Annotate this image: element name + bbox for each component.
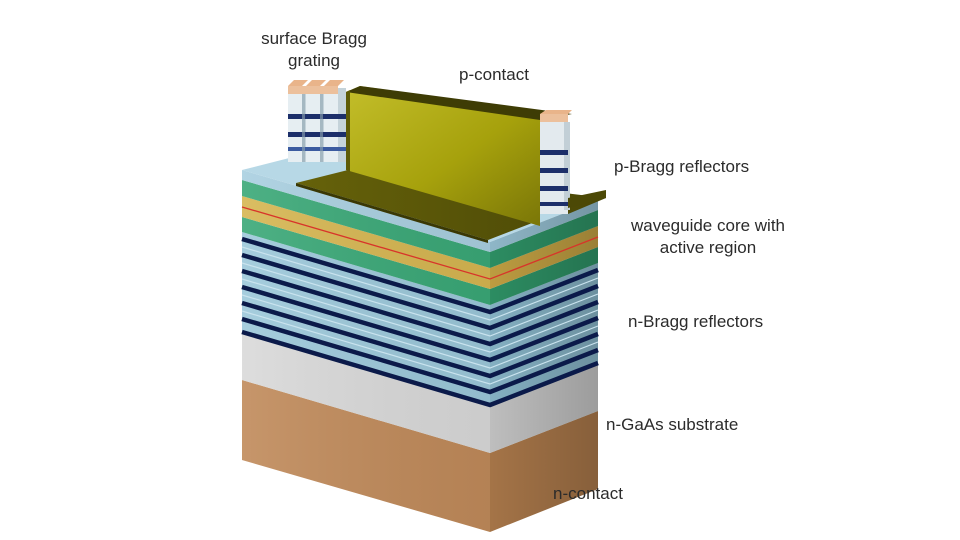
p-contact-shelf-edge <box>296 183 488 243</box>
ridge-stripe <box>540 202 568 206</box>
ridge-stripe <box>540 186 568 191</box>
grating-slot <box>320 94 323 162</box>
grating-pillar <box>306 86 320 162</box>
p-contact-plate-top <box>346 86 572 120</box>
p-contact-plate-edge <box>346 90 350 172</box>
label-substrate: n-GaAs substrate <box>606 415 739 434</box>
side-shade <box>490 200 598 532</box>
label-p-contact: p-contact <box>459 65 529 84</box>
label-p-bragg: p-Bragg reflectors <box>614 157 750 176</box>
grating-cap-front <box>288 86 338 94</box>
grating-stripe <box>288 132 346 137</box>
ridge-stripe <box>540 168 568 173</box>
grating-slot <box>302 94 305 162</box>
ridge-cap-front <box>540 114 568 122</box>
grating-cap <box>324 80 344 86</box>
ridge-front <box>540 120 568 214</box>
surface-grating <box>288 80 346 162</box>
n-bragg-light-lines <box>241 246 599 385</box>
grating-cap <box>306 80 326 86</box>
label-waveguide: waveguide core with active region <box>610 215 806 259</box>
n-bragg-dark-stripes <box>241 236 599 408</box>
label-surface-grating-line2: grating <box>288 51 340 70</box>
grating-stripe <box>288 147 346 151</box>
label-n-bragg: n-Bragg reflectors <box>628 312 764 331</box>
p-bragg-ridge <box>540 110 572 214</box>
active-region-line <box>241 206 599 280</box>
label-surface-grating-line1: surface Bragg <box>261 29 367 48</box>
ridge-cap <box>540 110 572 114</box>
label-waveguide-line1: waveguide core with <box>630 216 786 235</box>
grating-pillar <box>338 88 346 162</box>
label-n-contact: n-contact <box>553 484 623 503</box>
p-contact-plate <box>346 86 540 226</box>
p-contact-shelf-right <box>568 190 606 208</box>
label-waveguide-line2: active region <box>659 238 757 257</box>
ridge-side <box>564 122 570 210</box>
grating-pillar <box>288 86 302 162</box>
ridge-stripe <box>540 150 568 155</box>
grating-pillar <box>324 86 338 162</box>
layer-stack <box>241 143 599 532</box>
grating-stripe <box>288 114 346 119</box>
label-surface-grating: surface Bragg grating <box>244 28 384 72</box>
grating-cap <box>288 80 308 86</box>
